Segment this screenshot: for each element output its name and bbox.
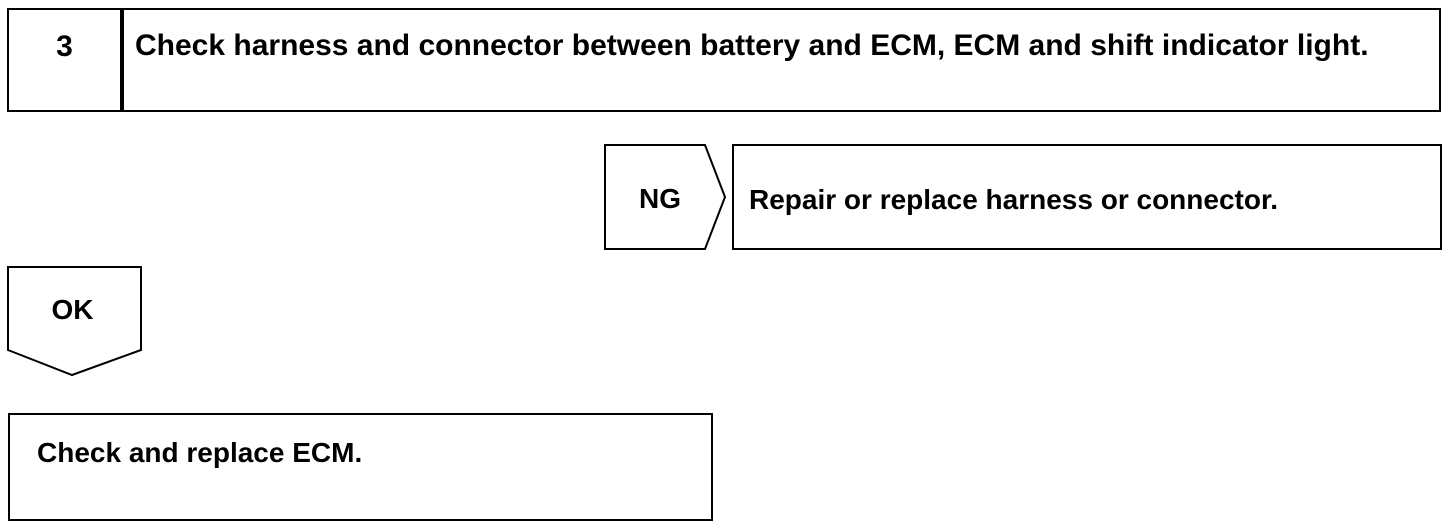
- ok-action-box: Check and replace ECM.: [8, 413, 713, 521]
- ok-arrow-shape: [7, 266, 142, 377]
- ng-arrow-shape: [604, 144, 727, 250]
- ng-label: NG: [639, 183, 681, 214]
- step-divider: [120, 10, 124, 110]
- ng-action-box: Repair or replace harness or connector.: [732, 144, 1442, 250]
- step-box: 3 Check harness and connector between ba…: [7, 8, 1441, 112]
- step-number: 3: [56, 30, 73, 63]
- step-title: Check harness and connector between batt…: [135, 29, 1369, 62]
- ok-action-text: Check and replace ECM.: [37, 437, 363, 468]
- ok-label: OK: [51, 294, 94, 325]
- ng-action-text: Repair or replace harness or connector.: [749, 184, 1279, 215]
